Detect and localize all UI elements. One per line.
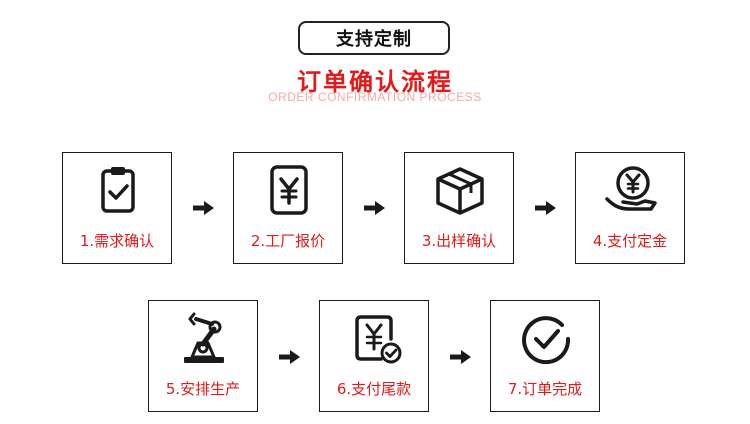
step-factory-quote: 2.工厂报价 xyxy=(233,152,343,264)
step-sample-confirm: 3.出样确认 xyxy=(404,152,514,264)
step-pay-balance: 6.支付尾款 xyxy=(319,300,429,412)
step-label: 5.安排生产 xyxy=(165,380,241,398)
arrow-right-icon xyxy=(279,350,300,364)
check-circle-icon xyxy=(522,316,571,365)
step-order-complete: 7.订单完成 xyxy=(490,300,600,412)
arrow-right-icon xyxy=(364,201,385,215)
custom-badge: 支持定制 xyxy=(298,21,450,55)
step-arrange-production: 5.安排生产 xyxy=(148,300,258,412)
page-title: 订单确认流程 xyxy=(297,68,453,96)
arrow-right-icon xyxy=(450,350,471,364)
yen-receipt-icon xyxy=(270,165,308,215)
step-label: 3.出样确认 xyxy=(421,232,497,250)
step-requirement-confirm: 1.需求确认 xyxy=(62,152,172,264)
step-label: 2.工厂报价 xyxy=(250,232,326,250)
arrow-right-icon xyxy=(193,201,214,215)
step-pay-deposit: 4.支付定金 xyxy=(575,152,685,264)
step-label: 6.支付尾款 xyxy=(336,380,412,398)
page-subtitle: ORDER CONFIRMATION PROCESS xyxy=(268,90,482,104)
package-box-icon xyxy=(436,167,484,215)
hand-coin-yen-icon xyxy=(605,166,657,211)
arrow-right-icon xyxy=(535,201,556,215)
yen-invoice-check-icon xyxy=(355,315,402,364)
step-label: 7.订单完成 xyxy=(507,380,583,398)
step-label: 4.支付定金 xyxy=(592,232,668,250)
clipboard-check-icon xyxy=(101,167,135,213)
robot-arm-icon xyxy=(184,312,224,363)
step-label: 1.需求确认 xyxy=(79,232,155,250)
